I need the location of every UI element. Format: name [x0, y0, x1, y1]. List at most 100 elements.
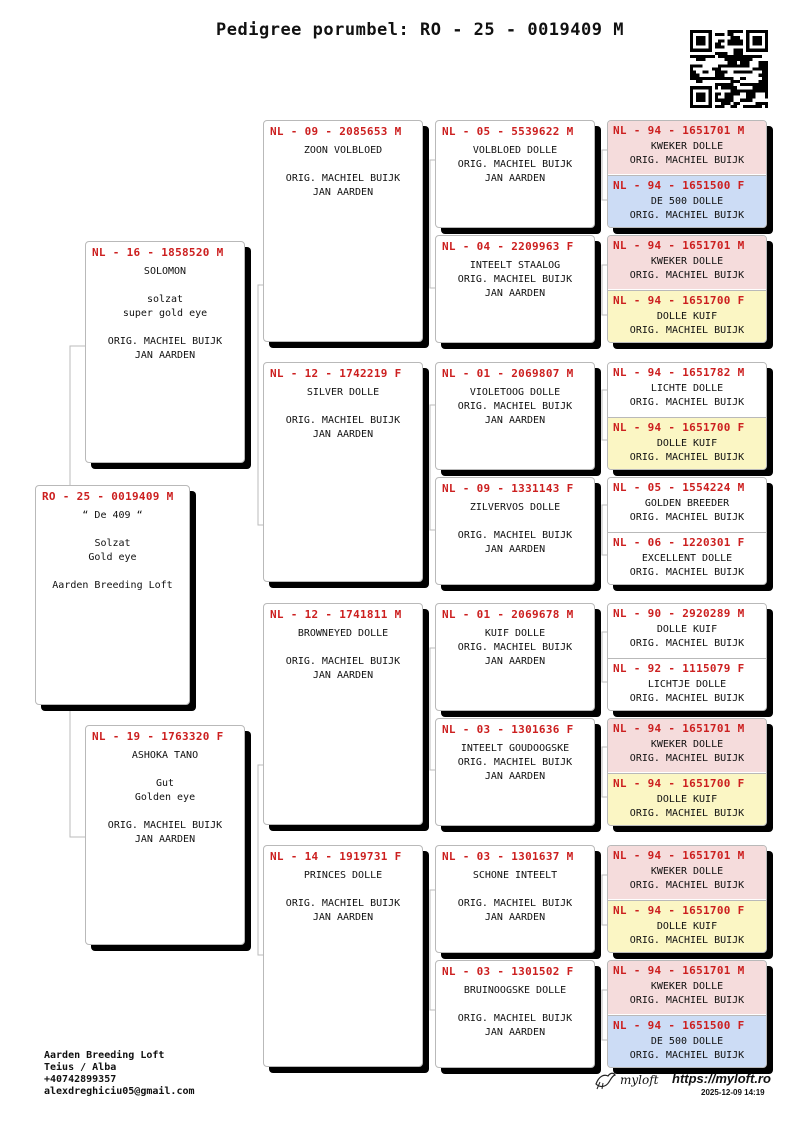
detail-line: ASHOKA TANO [131, 750, 199, 761]
ring-number: NL - 09 - 2085653 M [270, 125, 402, 138]
detail-line [264, 158, 422, 172]
owner-contact: Aarden Breeding Loft Teius / Alba +40742… [44, 1050, 195, 1098]
ring-number: NL - 94 - 1651782 M [613, 366, 745, 379]
detail-line: ORIG. MACHIEL BUIJK [629, 1050, 745, 1061]
ring-number: NL - 01 - 2069807 M [442, 367, 574, 380]
detail-line: Gut [155, 778, 175, 789]
detail-line: JAN AARDEN [484, 173, 546, 184]
detail-line [436, 515, 594, 529]
detail-line [264, 400, 422, 414]
detail-line: ORIG. MACHIEL BUIJK [457, 159, 573, 170]
detail-line: ORIG. MACHIEL BUIJK [629, 880, 745, 891]
ring-number: NL - 03 - 1301502 F [442, 965, 574, 978]
detail-line: Golden eye [134, 792, 196, 803]
detail-line: ORIG. MACHIEL BUIJK [107, 820, 223, 831]
detail-line: JAN AARDEN [484, 771, 546, 782]
detail-line: ORIG. MACHIEL BUIJK [629, 325, 745, 336]
detail-line: DOLLE KUIF [656, 921, 718, 932]
detail-line: ORIG. MACHIEL BUIJK [629, 452, 745, 463]
detail-line: Gold eye [88, 552, 137, 563]
detail-line: BRUINOOGSKE DOLLE [463, 985, 567, 996]
detail-line: KWEKER DOLLE [650, 739, 724, 750]
detail-line: ORIG. MACHIEL BUIJK [457, 898, 573, 909]
great-great-grandparent-card[interactable]: NL - 94 - 1651700 F DOLLE KUIF ORIG. MACHI… [608, 773, 766, 825]
detail-line: ORIG. MACHIEL BUIJK [457, 1013, 573, 1024]
detail-line: GOLDEN BREEDER [644, 498, 730, 509]
detail-line: ZOON VOLBLOED [303, 145, 383, 156]
detail-line [86, 279, 244, 293]
detail-line [86, 763, 244, 777]
detail-line [36, 523, 189, 537]
ring-number: NL - 94 - 1651700 F [613, 904, 745, 917]
detail-line [86, 805, 244, 819]
ring-number: NL - 94 - 1651700 F [613, 777, 745, 790]
great-grandparent-card[interactable]: NL - 03 - 1301502 F BRUINOOGSKE DOLLE ORIG… [435, 960, 595, 1068]
detail-line: ORIG. MACHIEL BUIJK [629, 155, 745, 166]
detail-line: ORIG. MACHIEL BUIJK [457, 757, 573, 768]
detail-line: ORIG. MACHIEL BUIJK [629, 995, 745, 1006]
ring-number: NL - 12 - 1742219 F [270, 367, 402, 380]
detail-line: ORIG. MACHIEL BUIJK [629, 270, 745, 281]
detail-line: solzat [146, 294, 184, 305]
pigeon-details: DOLLE KUIF ORIG. MACHIEL BUIJK [608, 793, 766, 821]
website-link[interactable]: https://myloft.ro [672, 1071, 771, 1086]
detail-line: VIOLETOOG DOLLE [469, 387, 561, 398]
detail-line: JAN AARDEN [312, 912, 374, 923]
detail-line: DOLLE KUIF [656, 794, 718, 805]
ring-number: NL - 05 - 5539622 M [442, 125, 574, 138]
detail-line: INTEELT STAALOG [469, 260, 561, 271]
detail-line: ORIG. MACHIEL BUIJK [285, 656, 401, 667]
detail-line: ORIG. MACHIEL BUIJK [107, 336, 223, 347]
detail-line: super gold eye [122, 308, 208, 319]
ring-number: NL - 94 - 1651701 M [613, 239, 745, 252]
ring-number: NL - 94 - 1651700 F [613, 294, 745, 307]
detail-line: ORIG. MACHIEL BUIJK [629, 808, 745, 819]
detail-line: JAN AARDEN [484, 415, 546, 426]
ring-number: NL - 94 - 1651500 F [613, 1019, 745, 1032]
